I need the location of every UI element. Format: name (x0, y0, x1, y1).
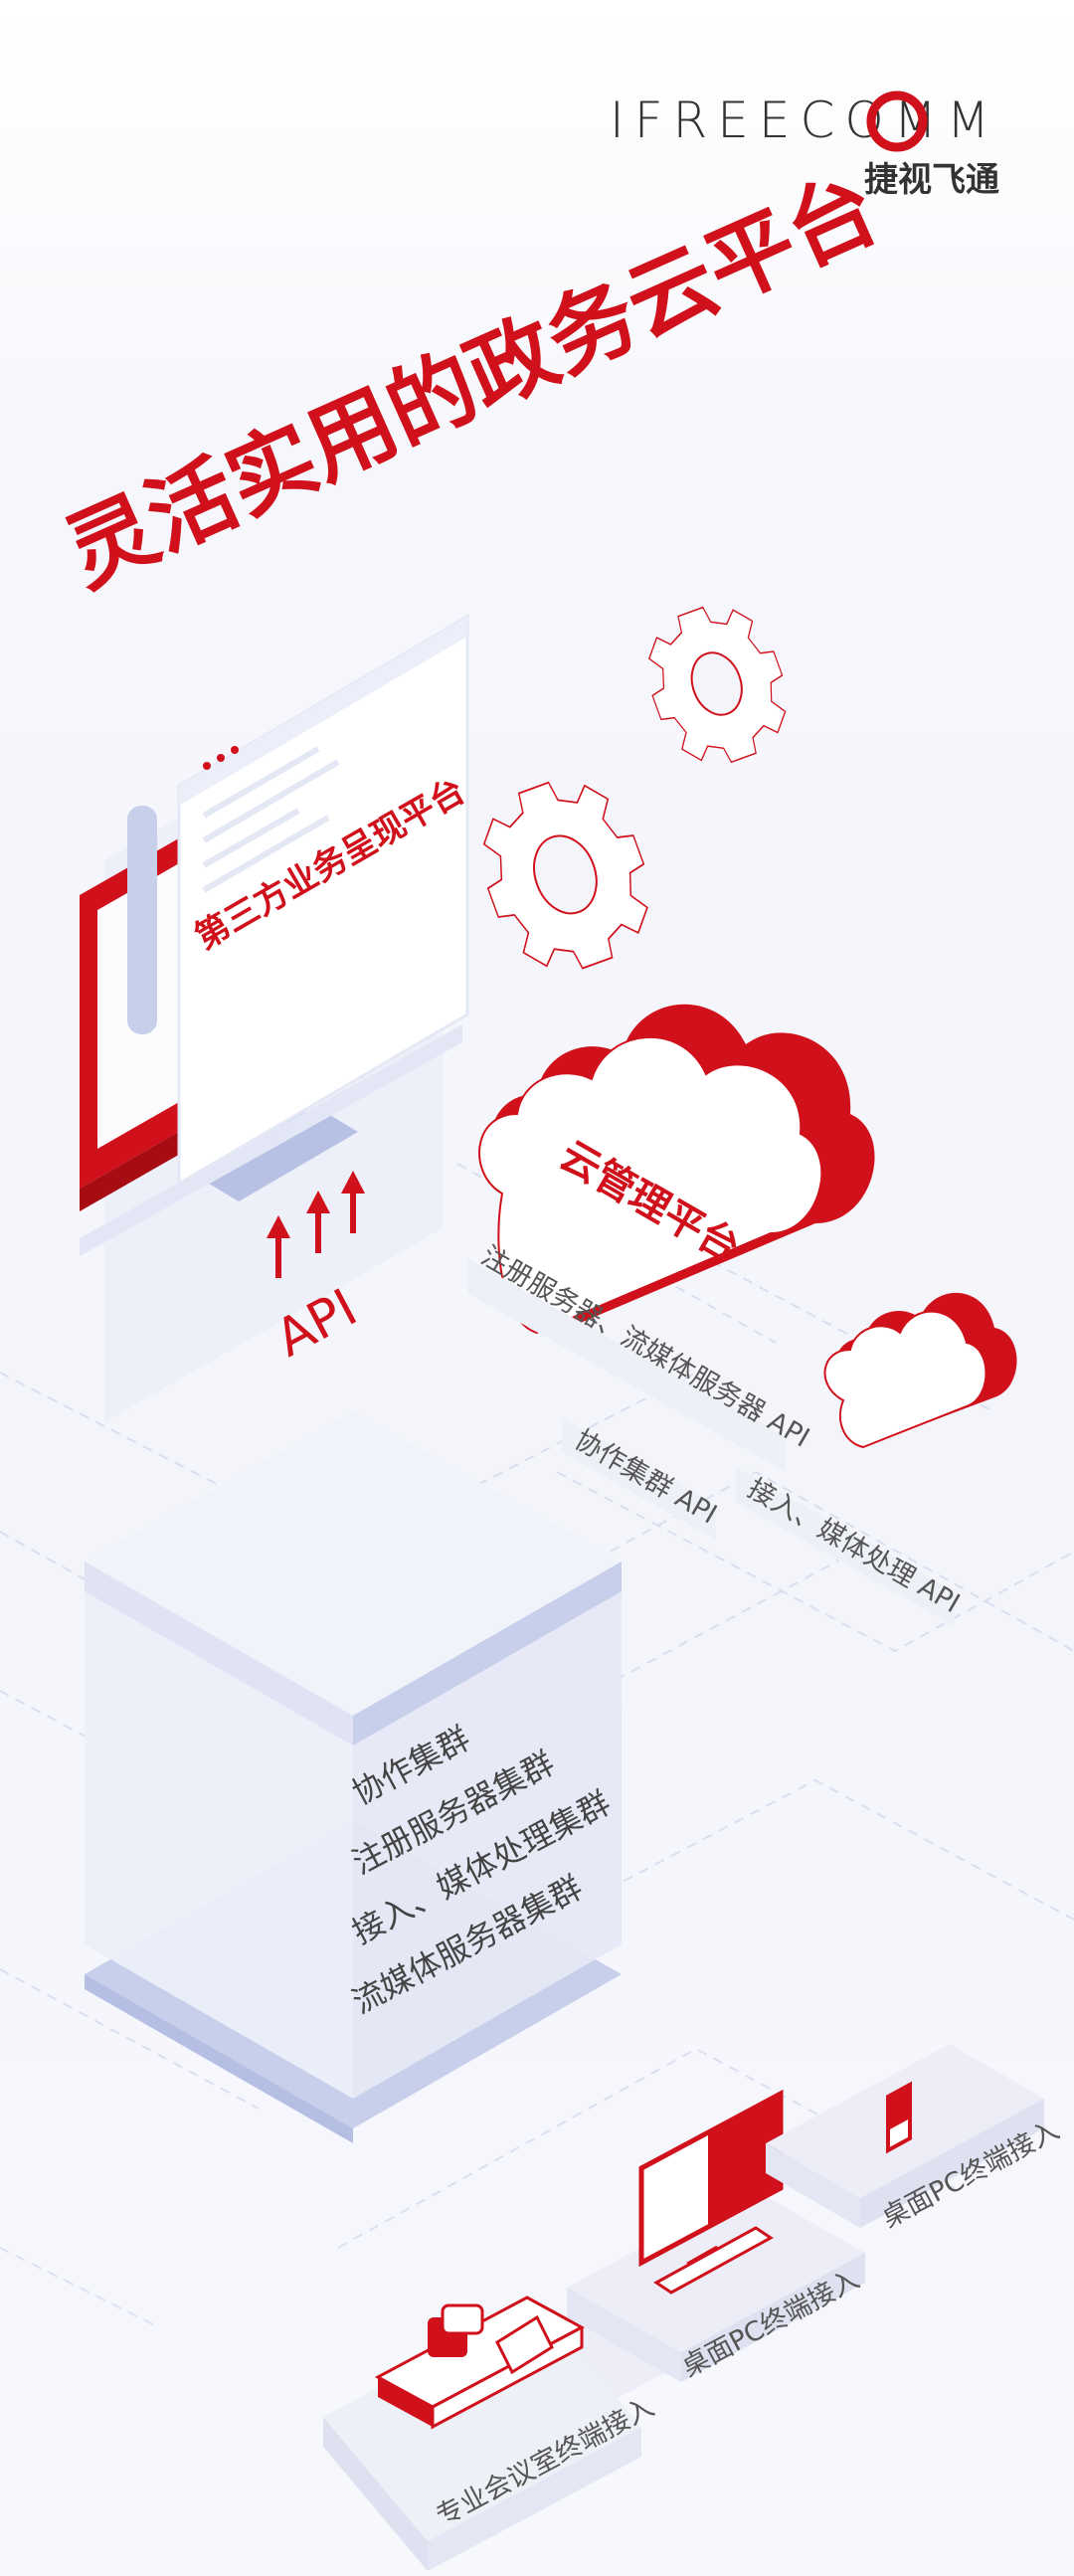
gear-icon (647, 606, 787, 764)
monitor-illustration: 第三方业务呈现平台 (80, 614, 472, 1422)
terminal-desktop-pc-2: 桌面PC终端接入 (766, 2044, 1064, 2234)
conference-camera-icon (374, 2296, 586, 2430)
mobile-phone-icon (886, 2081, 912, 2154)
api-arrows-icon (267, 1171, 365, 1278)
brand-wordmark: IFREECOMM (610, 92, 999, 149)
cluster-stack (85, 1412, 622, 2143)
cloud-small-icon (823, 1292, 1017, 1449)
desktop-monitor-icon (638, 2089, 784, 2295)
api-tag-access-media-label: 接入、媒体处理 API (743, 1473, 966, 1619)
gear-icon (482, 781, 648, 970)
headline: 灵活实用的政务云平台 (52, 156, 893, 606)
api-tag-access-media: 接入、媒体处理 API (736, 1467, 965, 1626)
terminal-conference-room: 专业会议室终端接入 (323, 2296, 666, 2571)
api-tag-collaboration-label: 协作集群 API (570, 1424, 722, 1531)
brand-chinese-name: 捷视飞通 (864, 160, 999, 200)
api-tag-collaboration: 协作集群 API (562, 1417, 722, 1540)
brand-logo: IFREECOMM 捷视飞通 (610, 91, 999, 200)
cloud-management-icon (478, 1004, 875, 1335)
logo-ring-icon (866, 91, 928, 152)
